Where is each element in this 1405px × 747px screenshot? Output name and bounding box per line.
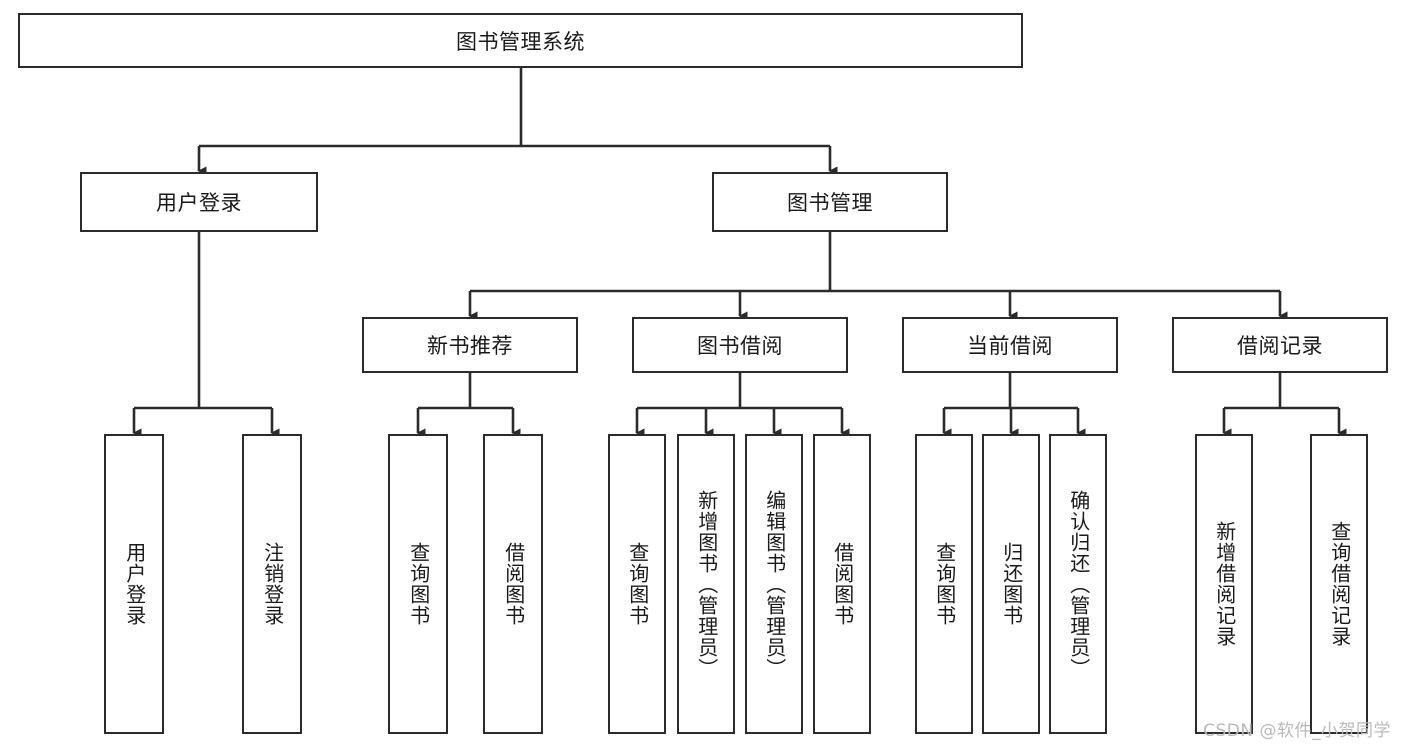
node-leaf-new-2: 借阅图书 [483, 434, 543, 734]
node-label: 查询图书 [625, 542, 650, 626]
node-label: 新书推荐 [427, 334, 513, 358]
node-label: 用户登录 [122, 542, 147, 626]
node-root: 图书管理系统 [18, 13, 1023, 68]
node-label: 图书管理 [787, 191, 873, 215]
node-label: 归还图书 [999, 542, 1024, 626]
node-leaf-borrow-1: 查询图书 [608, 434, 666, 734]
node-label: 查询借阅记录 [1327, 521, 1352, 647]
node-label: 编辑图书（管理员） [762, 489, 787, 679]
node-borrow: 图书借阅 [632, 317, 848, 373]
node-leaf-rec-1: 新增借阅记录 [1195, 434, 1253, 734]
node-label: 用户登录 [156, 191, 242, 215]
node-leaf-borrow-3: 编辑图书（管理员） [745, 434, 803, 734]
node-label: 新增图书（管理员） [694, 489, 719, 679]
node-bookmgmt: 图书管理 [712, 172, 948, 232]
node-current: 当前借阅 [902, 317, 1118, 373]
node-leaf-borrow-4: 借阅图书 [813, 434, 871, 734]
node-newbook: 新书推荐 [362, 317, 578, 373]
node-label: 查询图书 [932, 542, 957, 626]
node-label: 当前借阅 [967, 334, 1053, 358]
node-leaf-cur-3: 确认归还（管理员） [1049, 434, 1107, 734]
node-label: 图书管理系统 [456, 29, 585, 54]
node-label: 图书借阅 [697, 334, 783, 358]
node-label: 确认归还（管理员） [1066, 489, 1091, 679]
node-leaf-cur-2: 归还图书 [982, 434, 1040, 734]
node-login: 用户登录 [80, 172, 318, 232]
node-leaf-borrow-2: 新增图书（管理员） [677, 434, 735, 734]
node-label: 借阅图书 [501, 542, 526, 626]
node-label: 查询图书 [406, 542, 431, 626]
node-label: 借阅图书 [830, 542, 855, 626]
node-leaf-new-1: 查询图书 [388, 434, 448, 734]
node-leaf-login-2: 注销登录 [242, 434, 302, 734]
node-label: 新增借阅记录 [1212, 521, 1237, 647]
node-leaf-rec-2: 查询借阅记录 [1310, 434, 1368, 734]
node-leaf-login-1: 用户登录 [104, 434, 164, 734]
node-label: 借阅记录 [1237, 334, 1323, 358]
node-leaf-cur-1: 查询图书 [915, 434, 973, 734]
node-label: 注销登录 [260, 542, 285, 626]
node-records: 借阅记录 [1172, 317, 1388, 373]
